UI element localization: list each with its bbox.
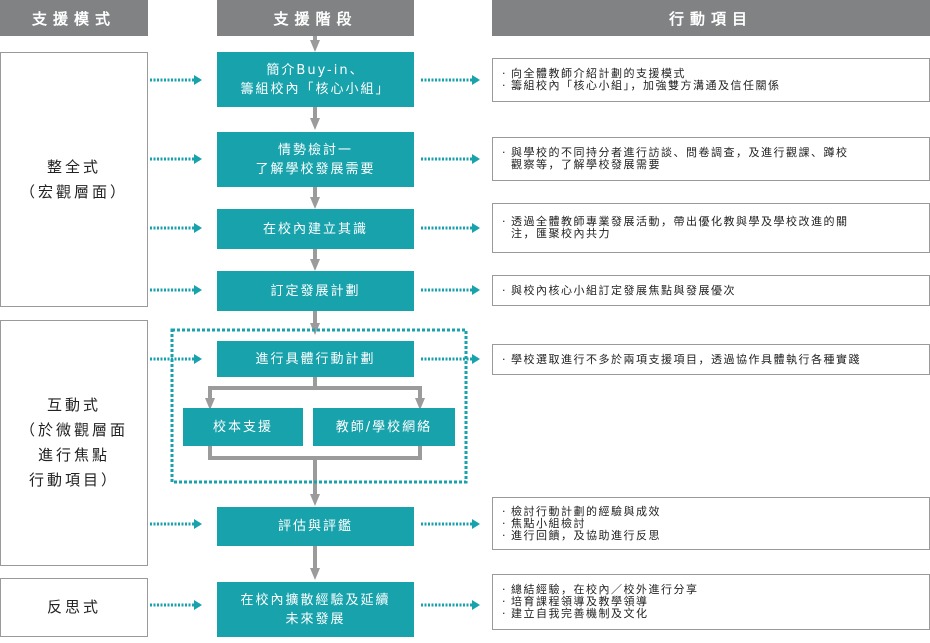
stage-evaluation: 評估與評鑑 (217, 507, 414, 546)
action-item: 向全體教師介紹計劃的支援模式 (502, 68, 929, 81)
stage-line: 未來發展 (285, 611, 346, 627)
header-mode: 支援模式 (0, 0, 148, 36)
action-item: 進行回饋，及協助進行反思 (502, 529, 929, 542)
action-item-continued: 注，匯聚校內共力 (511, 227, 611, 240)
action-box-consensus: 透過全體教師專業發展活動，帶出優化教與學及學校改進的關 注，匯聚校內共力 (492, 203, 930, 253)
stage-line: 進行具體行動計劃 (255, 351, 376, 367)
action-box-action-plan: 學校選取進行不多於兩項支援項目，透過協作具體執行各種實踐 (492, 344, 930, 375)
mode-to-stage-arrows (150, 75, 202, 610)
stage-teacher-school-network: 教師/學校網絡 (313, 408, 455, 446)
action-item-continued: 觀察等，了解學校發展需要 (511, 158, 661, 171)
mode-reflective: 反思式 (0, 578, 148, 637)
header-stage: 支援階段 (217, 0, 414, 36)
action-box-evaluation: 檢討行動計劃的經驗與成效 焦點小組檢討 進行回饋，及協助進行反思 (492, 497, 930, 550)
action-item: 透過全體教師專業發展活動，帶出優化教與學及學校改進的關 (502, 216, 929, 229)
stage-plan: 訂定發展計劃 (217, 271, 414, 311)
stage-line: 了解學校發展需要 (255, 161, 376, 177)
stage-to-action-arrows (421, 75, 480, 610)
mode-interactive: 互動式 （於微觀層面 進行焦點 行動項目） (0, 320, 148, 566)
interactive-frame (170, 328, 468, 484)
stage-line: 評估與評鑑 (277, 519, 353, 534)
stage-intro: 簡介Buy-in、 籌組校內「核心小組」 (217, 52, 414, 107)
stage-line: 籌組校內「核心小組」 (240, 81, 391, 97)
stage-flow-arrows (205, 36, 425, 580)
mode-interactive-line: （於微觀層面 (19, 421, 128, 439)
action-box-intro: 向全體教師介紹計劃的支援模式 籌組校內「核心小組」，加強雙方溝通及信任關係 (492, 58, 930, 102)
mode-reflective-line: 反思式 (46, 598, 101, 616)
stage-line: 簡介Buy-in、 (266, 62, 365, 78)
stage-situation-review: 情勢檢討一 了解學校發展需要 (217, 132, 414, 187)
stage-action-plan: 進行具體行動計劃 (217, 341, 414, 377)
stage-line: 校本支援 (212, 419, 273, 435)
action-box-plan: 與校內核心小組訂定發展焦點與發展優次 (492, 275, 930, 306)
mode-interactive-line: 互動式 (46, 396, 101, 414)
stage-dissemination: 在校內擴散經驗及延續 未來發展 (217, 582, 414, 637)
action-box-situation: 與學校的不同持分者進行訪談、問卷調查，及進行觀課、蹲校 觀察等，了解學校發展需要 (492, 137, 930, 181)
action-item: 與校內核心小組訂定發展焦點與發展優次 (502, 284, 929, 297)
mode-interactive-line: 進行焦點 (37, 446, 110, 464)
mode-holistic-line: （宏觀層面） (19, 182, 128, 201)
stage-school-based-support: 校本支援 (183, 408, 303, 446)
action-item: 與學校的不同持分者進行訪談、問卷調查，及進行觀課、蹲校 (502, 147, 929, 160)
action-item: 培育課程領導及教學領導 (502, 596, 929, 609)
action-item: 學校選取進行不多於兩項支援項目，透過協作具體執行各種實踐 (502, 353, 929, 366)
stage-line: 情勢檢討一 (277, 142, 353, 158)
action-item: 建立自我完善機制及文化 (502, 608, 929, 621)
stage-line: 在校內擴散經驗及延續 (240, 592, 391, 608)
action-item: 總結經驗，在校內／校外進行分享 (502, 584, 929, 597)
action-box-dissemination: 總結經驗，在校內／校外進行分享 培育課程領導及教學領導 建立自我完善機制及文化 (492, 574, 930, 630)
action-item: 籌組校內「核心小組」，加強雙方溝通及信任關係 (502, 80, 929, 93)
stage-line: 訂定發展計劃 (270, 283, 361, 299)
header-action: 行動項目 (492, 0, 930, 36)
stage-build-consensus: 在校內建立其識 (217, 209, 414, 249)
mode-holistic-line: 整全式 (46, 157, 101, 176)
mode-holistic: 整全式 （宏觀層面） (0, 52, 148, 307)
mode-interactive-line: 行動項目） (28, 471, 119, 489)
action-item: 焦點小組檢討 (502, 517, 929, 530)
stage-line: 教師/學校網絡 (335, 419, 433, 435)
stage-line: 在校內建立其識 (262, 221, 368, 237)
action-item: 檢討行動計劃的經驗與成效 (502, 505, 929, 518)
